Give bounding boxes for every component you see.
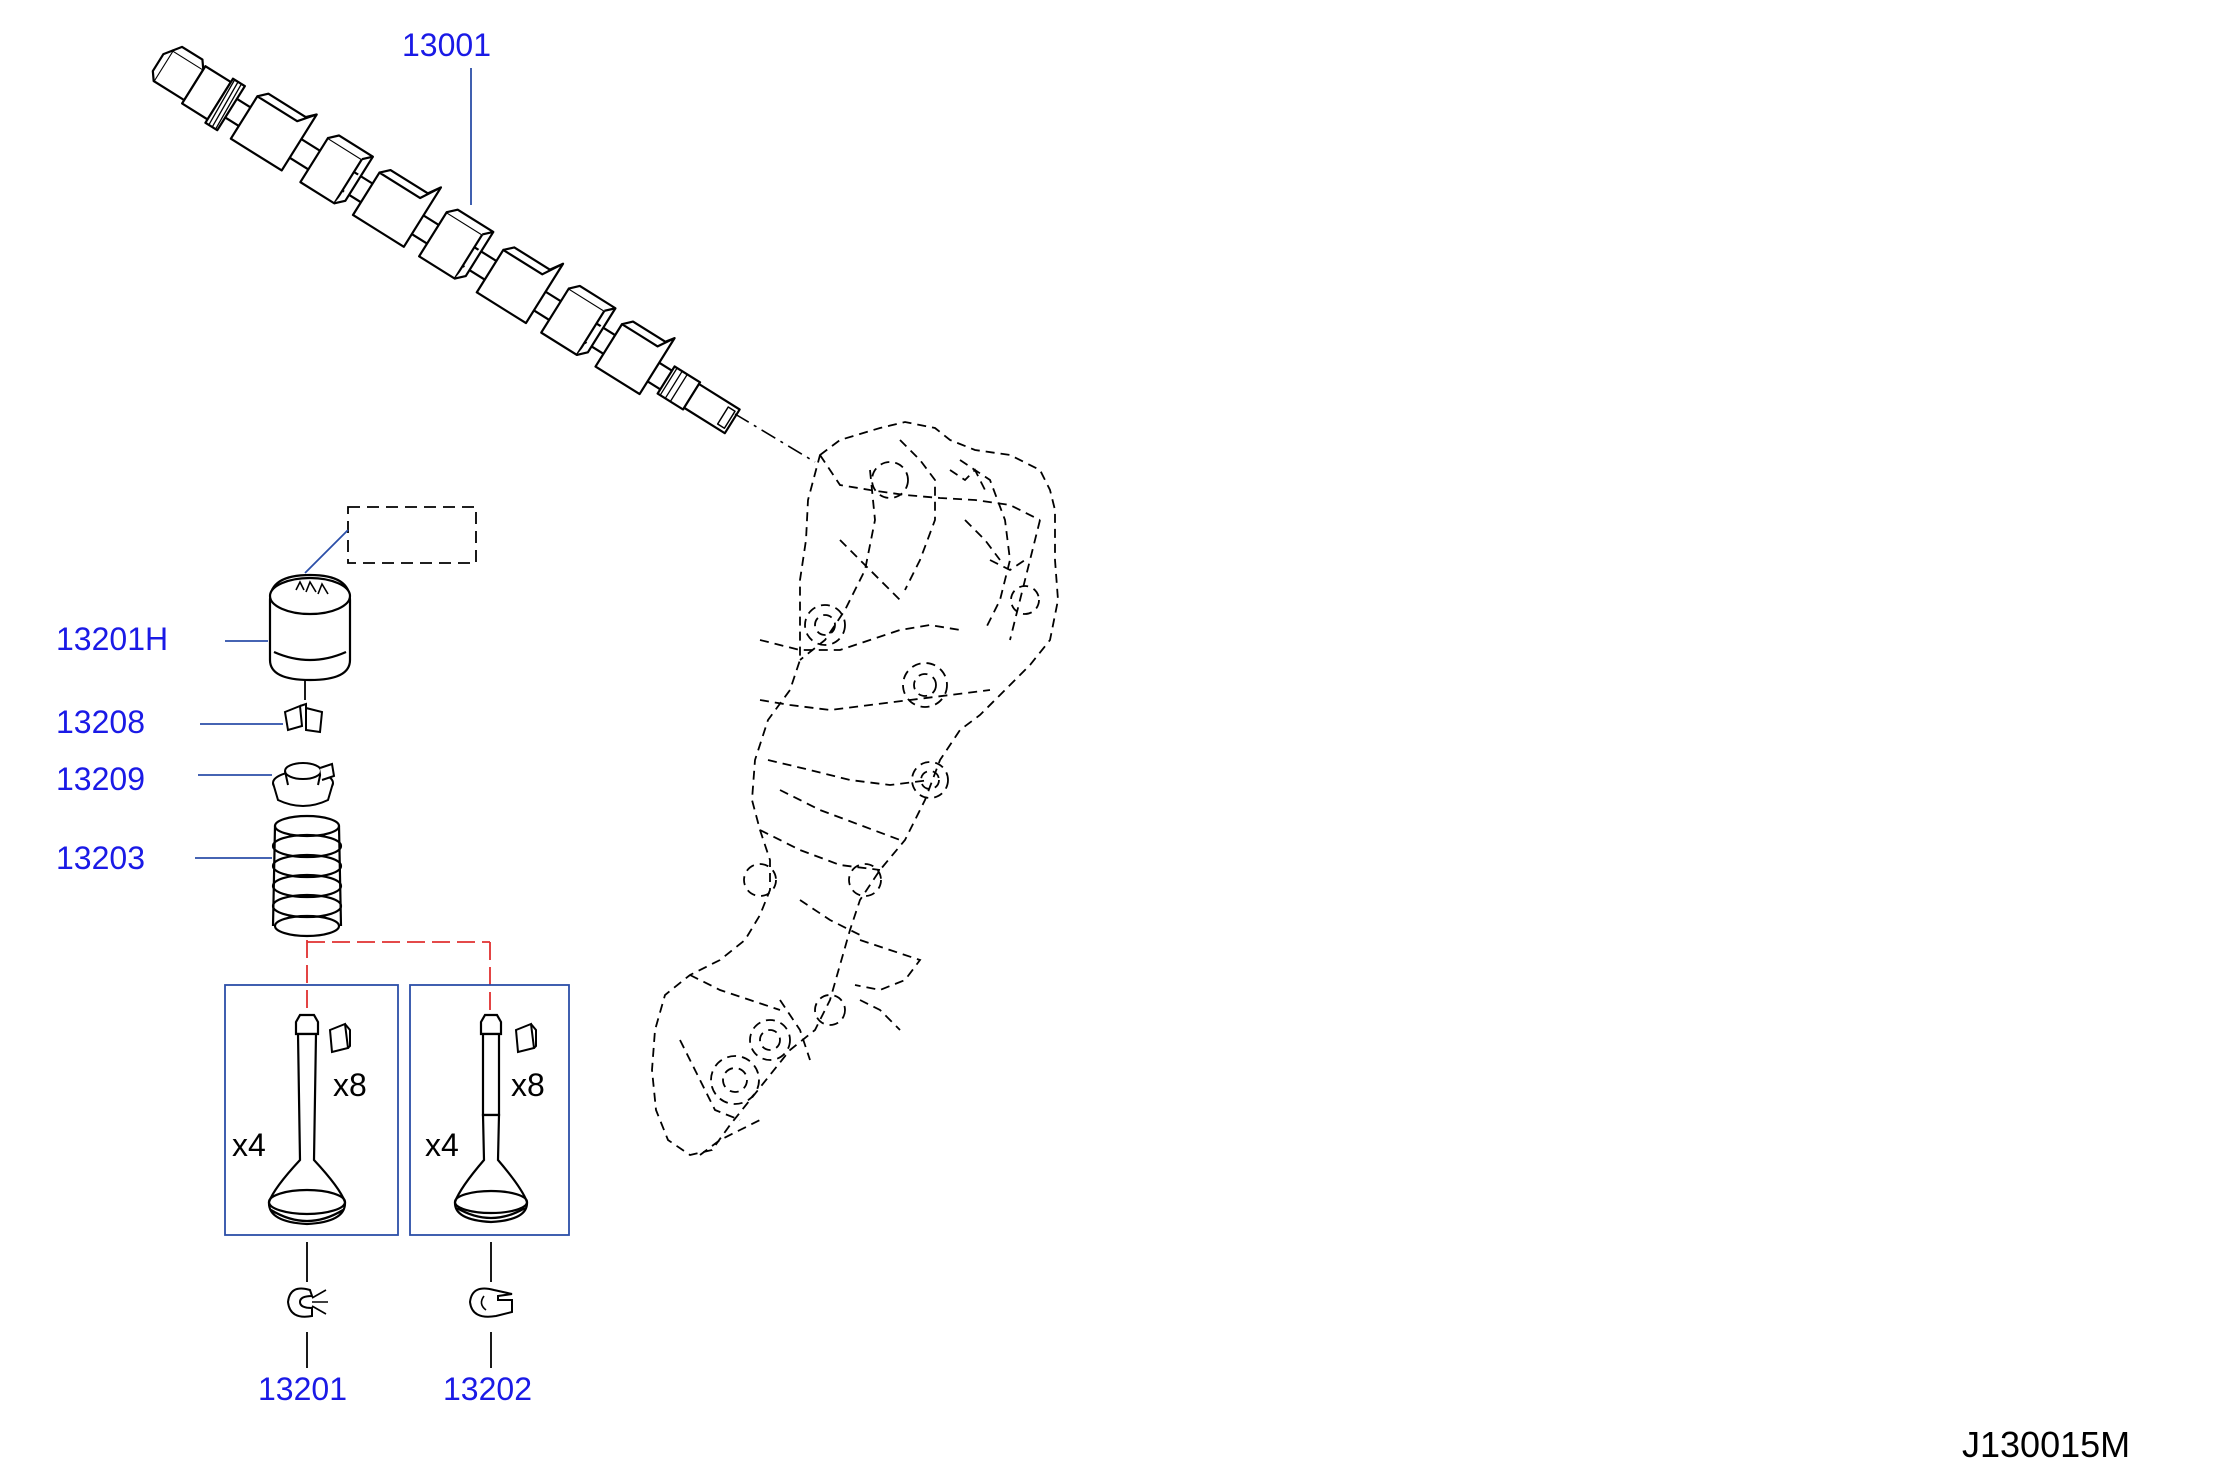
valve-spring-drawing[interactable] [271, 814, 343, 938]
quantity-intake-collets: x8 [333, 1067, 367, 1103]
exhaust-valve-seal-drawing[interactable] [468, 1287, 513, 1318]
intake-valve-box [224, 984, 399, 1236]
part-label-13201h[interactable]: 13201H [56, 621, 169, 657]
exhaust-valve-drawing[interactable] [453, 1013, 529, 1224]
spring-retainer-drawing[interactable] [272, 762, 336, 807]
exhaust-valve-box [409, 984, 570, 1236]
valve-assembly-bracket [306, 940, 491, 1010]
part-label-13202[interactable]: 13202 [443, 1371, 532, 1407]
diagram-code: J130015M [1962, 1424, 2131, 1465]
quantity-exhaust-collets: x8 [511, 1067, 545, 1103]
valve-lifter-drawing[interactable] [268, 573, 352, 682]
part-label-13001[interactable]: 13001 [402, 27, 491, 63]
part-label-13201[interactable]: 13201 [258, 1371, 347, 1407]
exhaust-valve-collet-drawing[interactable] [514, 1022, 537, 1054]
engine-block-phantom-drawing [651, 421, 1059, 1156]
camshaft-centerline [734, 413, 816, 463]
quantity-exhaust-valves: x4 [425, 1127, 459, 1163]
part-label-13203[interactable]: 13203 [56, 840, 145, 876]
adjusting-shim-outline [304, 506, 477, 574]
quantity-intake-valves: x4 [232, 1127, 266, 1163]
intake-valve-seal-drawing[interactable] [286, 1287, 328, 1318]
part-label-13208[interactable]: 13208 [56, 704, 145, 740]
intake-valve-collet-drawing[interactable] [328, 1022, 351, 1054]
intake-valve-drawing[interactable] [267, 1013, 347, 1226]
valve-collet-drawing[interactable] [283, 702, 324, 734]
camshaft-drawing[interactable] [144, 25, 755, 443]
part-label-13209[interactable]: 13209 [56, 761, 145, 797]
